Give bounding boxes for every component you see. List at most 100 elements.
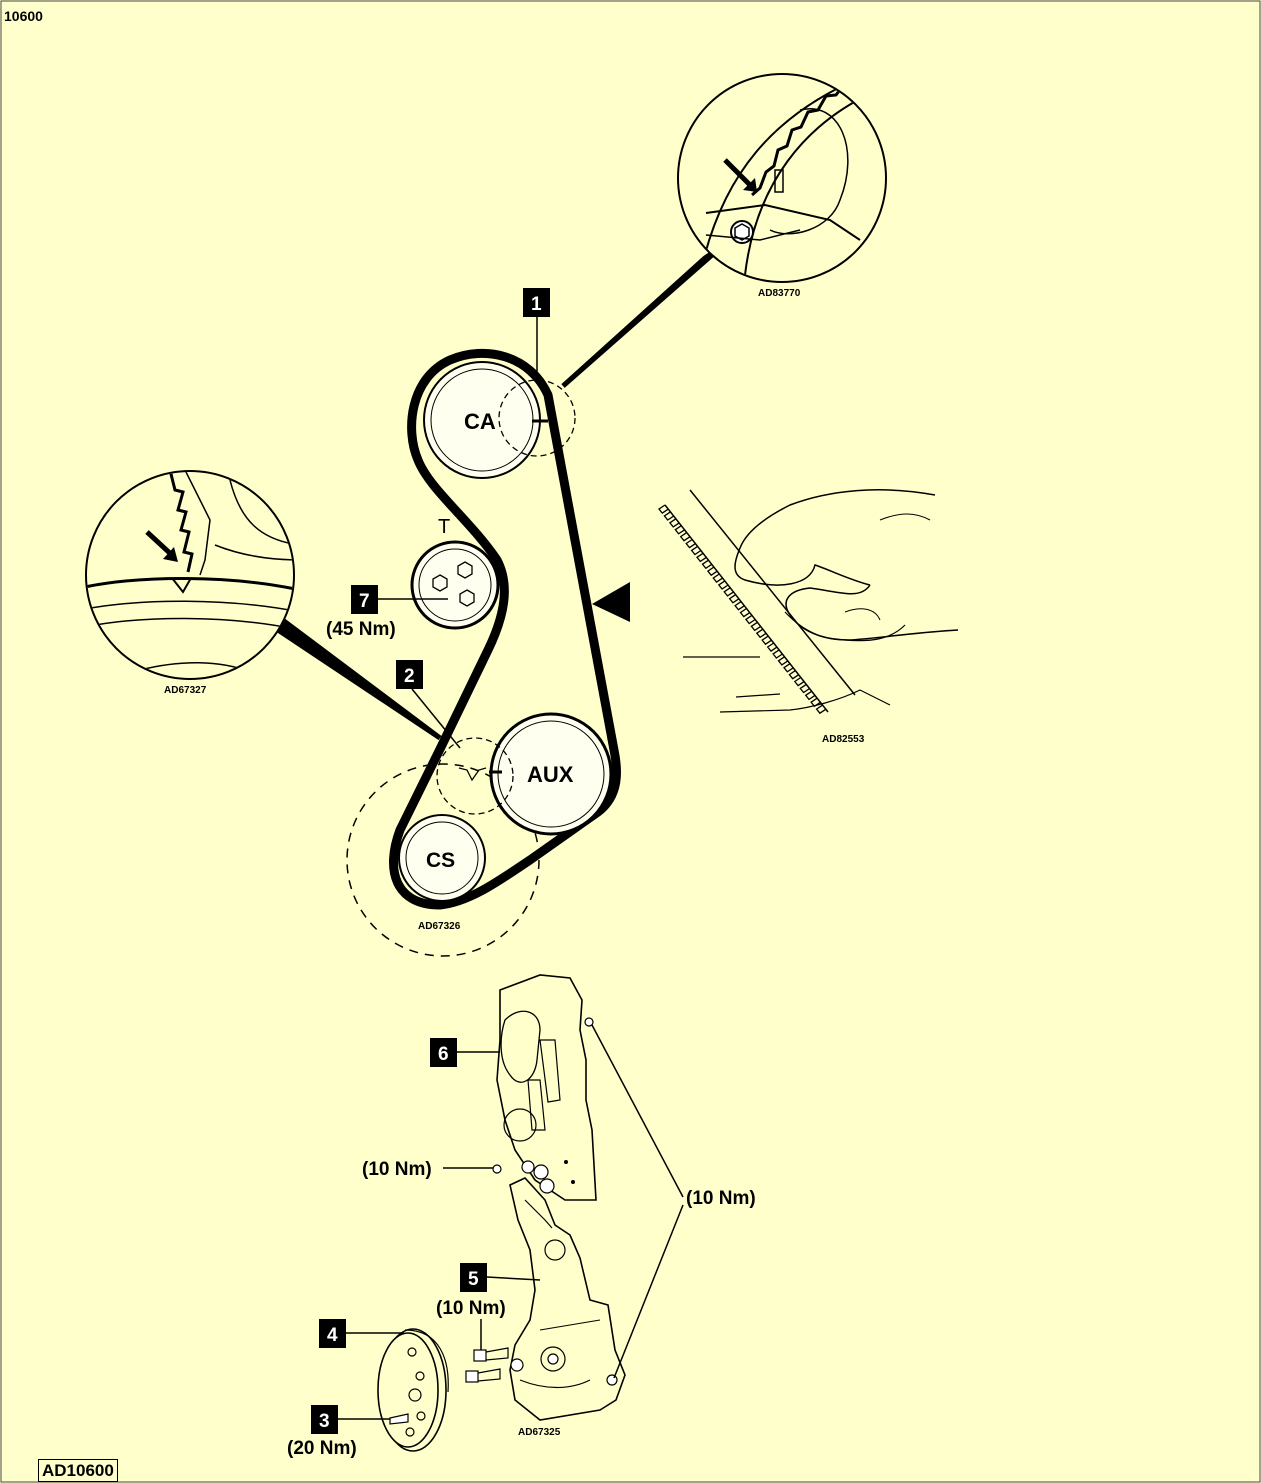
- camshaft-detail-arrowhead-icon: [743, 178, 757, 192]
- callout-3-number: 3: [319, 1411, 330, 1432]
- rotation-direction-icon: [592, 582, 630, 622]
- hand-knuckle: [844, 608, 881, 621]
- callout-3-box: [311, 1405, 338, 1434]
- lower-cover-boss: [544, 1239, 566, 1261]
- hand-lower-line-2: [735, 693, 781, 698]
- lower-cover-hole: [510, 1358, 524, 1372]
- hand-lower-line: [719, 689, 891, 713]
- tensioner-pulley: [410, 540, 500, 630]
- camshaft-detail-circle: [677, 73, 887, 283]
- lower-cover-rib: [519, 1379, 591, 1389]
- cover-bolts-leader-bottom: [613, 1204, 684, 1379]
- crankshaft-pulley-rim: [405, 821, 479, 895]
- covers-group: 6 (10 Nm) 5: [287, 974, 756, 1459]
- tensioner-hex-2-icon: [432, 574, 448, 592]
- camshaft-label: CA: [464, 409, 496, 434]
- cover-bolts-torque: (10 Nm): [686, 1188, 756, 1209]
- upper-cover-bolt-a: [521, 1160, 535, 1174]
- crank-dashed-outline: [346, 763, 540, 957]
- crank-mark-circle: [436, 737, 514, 815]
- upper-cover-bolt-b: [533, 1164, 549, 1180]
- callout-6-number: 6: [438, 1044, 449, 1065]
- lower-cover-bottom-bolt: [606, 1374, 618, 1386]
- belt-back-edge: [664, 504, 829, 713]
- hand-knuckle-2: [879, 513, 931, 521]
- auxiliary-pulley-rim: [497, 720, 605, 828]
- tensioner-hex-1-icon: [457, 561, 473, 579]
- crank-pulley-hub: [408, 1388, 422, 1402]
- crankshaft-pulley: [398, 814, 486, 902]
- belt-front-edge: [689, 489, 856, 696]
- upper-cover-hole-b: [571, 1180, 575, 1184]
- camshaft-detail-code: AD83770: [758, 288, 801, 299]
- auxiliary-pulley: [489, 712, 613, 836]
- callout-4-box: [319, 1319, 346, 1348]
- crank-pulley-hole-a: [407, 1347, 417, 1357]
- lower-cover-bolt: [547, 1353, 559, 1365]
- callout-4-number: 4: [327, 1325, 338, 1346]
- upper-cover-boss: [503, 1108, 537, 1142]
- upper-cover-nut: [492, 1164, 502, 1174]
- callout-5-number: 5: [468, 1269, 479, 1290]
- callout-7-box: [351, 585, 378, 614]
- callout-1-box: [523, 288, 550, 317]
- tensioner-hex-3-icon: [459, 589, 475, 607]
- callout-6-box: [430, 1038, 457, 1067]
- pulley-bolt-torque: (20 Nm): [287, 1438, 357, 1459]
- callout-5-leader: [486, 1276, 541, 1281]
- upper-cover-bolt-c: [539, 1178, 555, 1194]
- auxiliary-label: AUX: [527, 762, 574, 787]
- upper-cover-hole-a: [564, 1160, 568, 1164]
- tensioner-torque: (45 Nm): [326, 619, 396, 640]
- belt-routing-group: CA T AUX CS AD67326: [346, 349, 630, 957]
- crank-detail-code: AD67327: [164, 685, 207, 696]
- figure-reference: AD10600: [38, 1459, 118, 1482]
- lower-cover: [509, 1177, 626, 1421]
- callout-2-box: [396, 660, 423, 689]
- crankshaft-label: CS: [426, 849, 455, 872]
- tensioner-pulley-rim: [418, 548, 492, 622]
- camshaft-detail-connector: [561, 245, 722, 388]
- loose-bolt-upper: [473, 1347, 509, 1362]
- belt-teeth: [658, 504, 827, 715]
- covers-code: AD67325: [518, 1427, 561, 1438]
- page-title: 10600: [4, 8, 43, 24]
- camshaft-mark-circle: [498, 379, 576, 457]
- crank-detail-arrow: [145, 530, 175, 558]
- callout-1-number: 1: [531, 294, 542, 315]
- belt-hand-detail: AD82553: [658, 489, 959, 745]
- lower-cover-bolt-seat: [540, 1346, 566, 1372]
- belt-detail-code: AD82553: [822, 734, 865, 745]
- crank-timing-notch: [458, 767, 487, 782]
- hand-fingers-outline: [785, 584, 959, 641]
- lower-cover-rib-2: [539, 1319, 601, 1331]
- camshaft-detail-arrow: [723, 158, 755, 190]
- crank-pulley-groove: [404, 1329, 449, 1393]
- crank-pulley-hole-b: [415, 1371, 425, 1381]
- callout-2-number: 2: [404, 666, 415, 687]
- upper-cover-top-bolt: [584, 1017, 594, 1027]
- callout-2-leader: [411, 688, 461, 749]
- belt-teeth-path: [658, 504, 827, 715]
- callout-7-number: 7: [359, 591, 370, 612]
- crank-detail-arrowhead-icon: [163, 547, 178, 562]
- upper-cover-slot-2: [539, 1039, 561, 1103]
- hand-upper-outline: [734, 489, 936, 586]
- upper-cover-slot: [500, 1010, 541, 1083]
- crank-pulley-hole-d: [405, 1427, 415, 1437]
- tensioner-label: T: [438, 516, 450, 538]
- crank-detail: AD67327: [85, 470, 442, 741]
- belt-routing-code: AD67326: [418, 921, 461, 932]
- upper-cover-nut-torque: (10 Nm): [362, 1159, 432, 1180]
- callout-5-box: [460, 1263, 487, 1292]
- hand-finger-crease: [784, 611, 906, 642]
- loose-bolt-lower: [465, 1368, 501, 1383]
- timing-belt: [389, 349, 622, 910]
- routing-callouts: 1 2 7 (45 Nm): [326, 288, 550, 749]
- lower-cover-bolt-torque: (10 Nm): [436, 1298, 506, 1319]
- pulley-bolt: [389, 1413, 409, 1425]
- cover-bolts-leader-top: [591, 1024, 684, 1198]
- crank-pulley-hole-c: [416, 1411, 426, 1421]
